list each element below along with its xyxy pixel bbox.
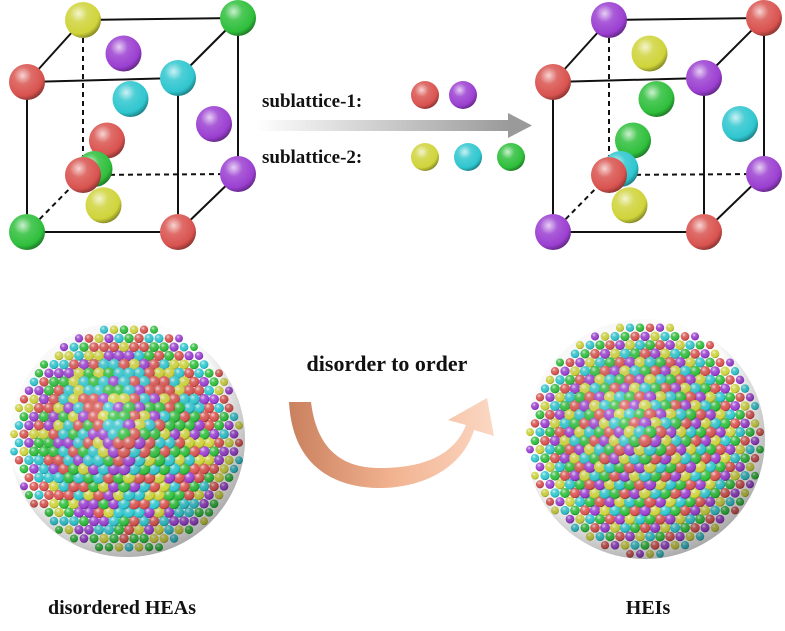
legend-atom-cyan — [454, 143, 482, 171]
transition-label: disorder to order — [307, 351, 468, 376]
face-atom — [85, 187, 122, 224]
cell-edge — [552, 77, 705, 83]
face-atom — [105, 35, 142, 72]
cell-edge — [82, 17, 239, 21]
face-atom — [615, 122, 651, 159]
face-atom — [89, 122, 125, 159]
left-caption: disordered HEAs — [48, 597, 196, 619]
corner-atom — [160, 60, 196, 96]
sublattice-2-atoms — [411, 143, 525, 171]
legend-atom-red — [411, 81, 439, 109]
ordered-nanoparticle — [525, 319, 765, 559]
corner-atom — [65, 2, 101, 38]
face-atom — [112, 81, 149, 117]
right-caption: HEIs — [626, 597, 671, 619]
corner-atom — [746, 156, 782, 192]
legend-atom-yellow — [411, 143, 439, 171]
cell-edge — [608, 17, 765, 21]
cell-edge-hidden — [608, 173, 765, 176]
cell-edge-hidden — [82, 173, 239, 176]
corner-atom — [591, 157, 627, 193]
corner-atom — [591, 2, 627, 38]
corner-atom — [686, 214, 722, 250]
sublattice-1-label: sublattice-1: — [262, 91, 362, 112]
corner-atom — [746, 0, 782, 36]
corner-atom — [535, 64, 571, 100]
legend-atom-purple — [449, 81, 477, 109]
face-atom — [196, 106, 232, 142]
curved-arrow — [289, 398, 494, 488]
sublattice-legend: sublattice-1: sublattice-2: — [262, 81, 525, 171]
face-atom — [611, 187, 648, 224]
particle-shading — [525, 319, 765, 559]
corner-atom — [535, 214, 571, 250]
corner-atom — [220, 156, 256, 192]
corner-atom — [160, 214, 196, 250]
legend-atom-green — [497, 143, 525, 171]
face-atom — [638, 81, 675, 117]
corner-atom — [220, 0, 256, 36]
sublattice-2-label: sublattice-2: — [262, 147, 362, 168]
corner-atom — [9, 64, 45, 100]
face-atom — [631, 35, 668, 72]
corner-atom — [65, 157, 101, 193]
particle-shading — [9, 321, 245, 557]
cell-edge — [26, 77, 179, 83]
straight-arrow — [255, 113, 532, 138]
corner-atom — [686, 60, 722, 96]
ordered-unit-cell — [535, 0, 782, 250]
disordered-unit-cell — [9, 0, 256, 250]
corner-atom — [9, 214, 45, 250]
face-atom — [722, 106, 758, 142]
sublattice-1-atoms — [411, 81, 477, 109]
disordered-nanoparticle — [9, 321, 245, 557]
